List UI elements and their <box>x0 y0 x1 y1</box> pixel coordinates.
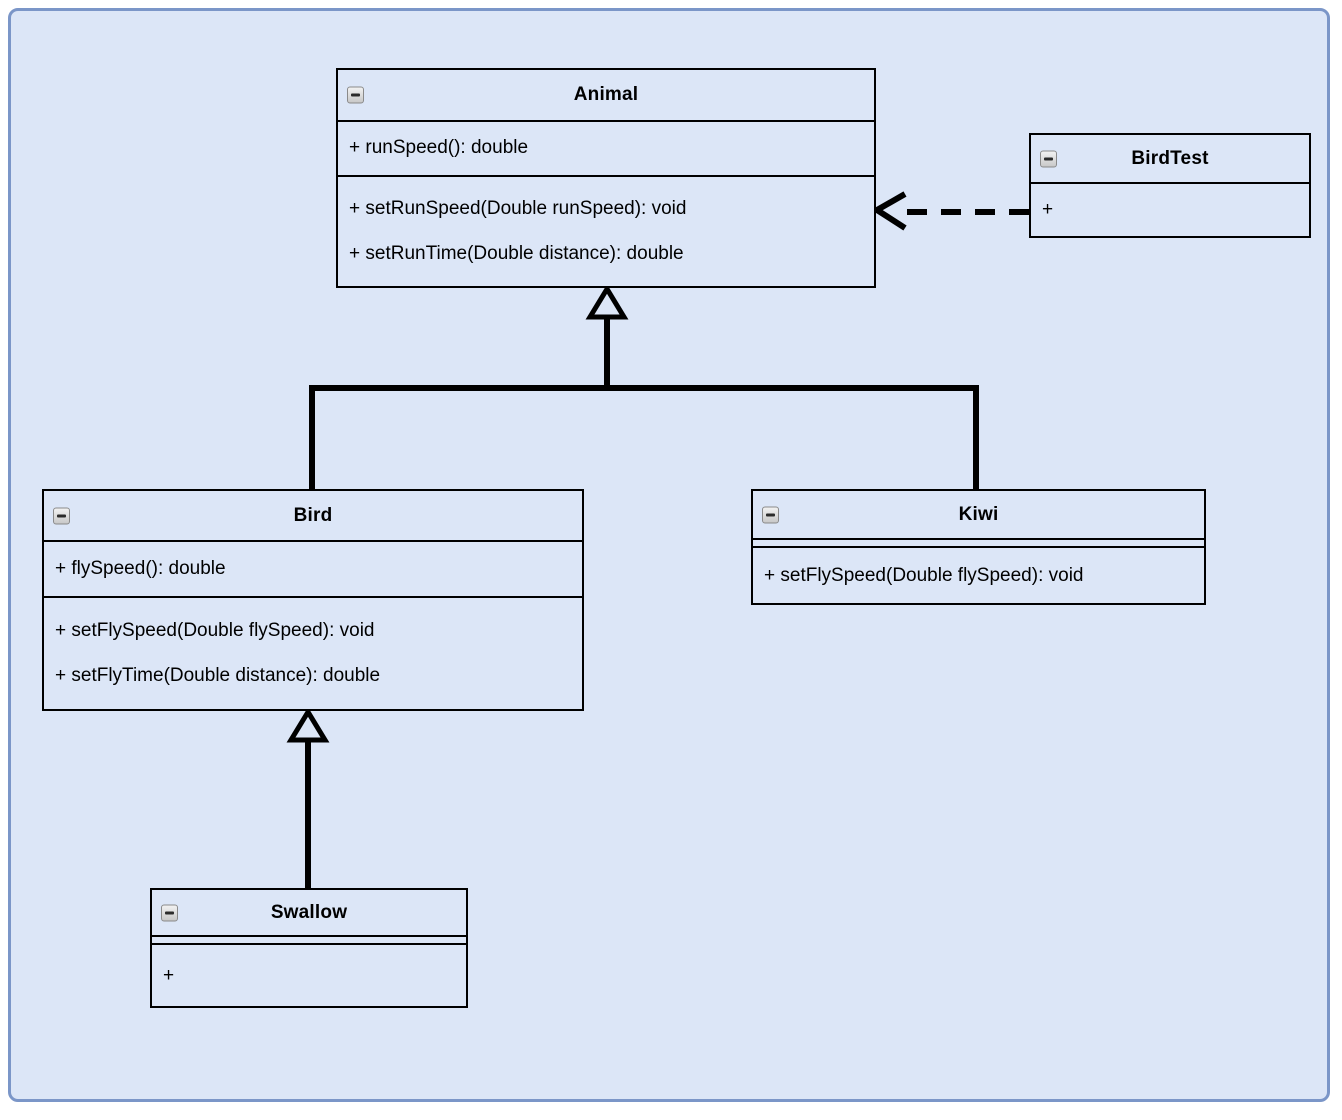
class-name-animal: Animal <box>573 83 639 105</box>
class-member: + <box>163 964 175 986</box>
minus-box-icon[interactable] <box>762 506 779 524</box>
class-member: + setFlyTime(Double distance): double <box>55 665 381 686</box>
uml-class-animal[interactable]: Animal + runSpeed(): double + setRunSpee… <box>336 68 876 288</box>
uml-class-kiwi[interactable]: Kiwi + setFlySpeed(Double flySpeed): voi… <box>751 489 1206 605</box>
minus-box-icon[interactable] <box>347 86 364 104</box>
class-name-kiwi: Kiwi <box>958 503 999 525</box>
methods-compartment-birdtest: + <box>1031 184 1309 236</box>
class-name-birdtest: BirdTest <box>1131 147 1209 169</box>
methods-compartment-animal: + setRunSpeed(Double runSpeed): void + s… <box>338 177 874 286</box>
minus-box-icon[interactable] <box>1040 150 1057 168</box>
methods-compartment-swallow: + <box>152 945 466 1006</box>
class-member: + <box>1042 199 1054 221</box>
class-header-swallow: Swallow <box>152 890 466 938</box>
attributes-compartment-swallow <box>152 937 466 946</box>
class-member: + flySpeed(): double <box>55 558 226 580</box>
class-member: + setFlySpeed(Double flySpeed): void <box>55 620 375 642</box>
class-member: + setRunTime(Double distance): double <box>349 243 684 265</box>
class-member: + setFlySpeed(Double flySpeed): void <box>764 564 1084 586</box>
minus-box-icon[interactable] <box>161 904 178 922</box>
class-header-bird: Bird <box>44 491 582 542</box>
uml-class-bird[interactable]: Bird + flySpeed(): double + setFlySpeed(… <box>42 489 584 711</box>
class-name-bird: Bird <box>293 504 333 526</box>
methods-compartment-bird: + setFlySpeed(Double flySpeed): void + s… <box>44 598 582 709</box>
minus-box-icon[interactable] <box>53 507 70 524</box>
class-header-kiwi: Kiwi <box>753 491 1204 541</box>
attributes-compartment-animal: + runSpeed(): double <box>338 122 874 178</box>
class-header-animal: Animal <box>338 70 874 122</box>
attributes-compartment-kiwi <box>753 540 1204 549</box>
class-name-swallow: Swallow <box>270 901 348 923</box>
attributes-compartment-bird: + flySpeed(): double <box>44 542 582 598</box>
methods-compartment-kiwi: + setFlySpeed(Double flySpeed): void <box>753 548 1204 603</box>
class-header-birdtest: BirdTest <box>1031 135 1309 185</box>
class-member: + runSpeed(): double <box>349 137 529 159</box>
uml-class-birdtest[interactable]: BirdTest + <box>1029 133 1311 238</box>
uml-class-swallow[interactable]: Swallow + <box>150 888 468 1008</box>
class-member: + setRunSpeed(Double runSpeed): void <box>349 198 687 220</box>
